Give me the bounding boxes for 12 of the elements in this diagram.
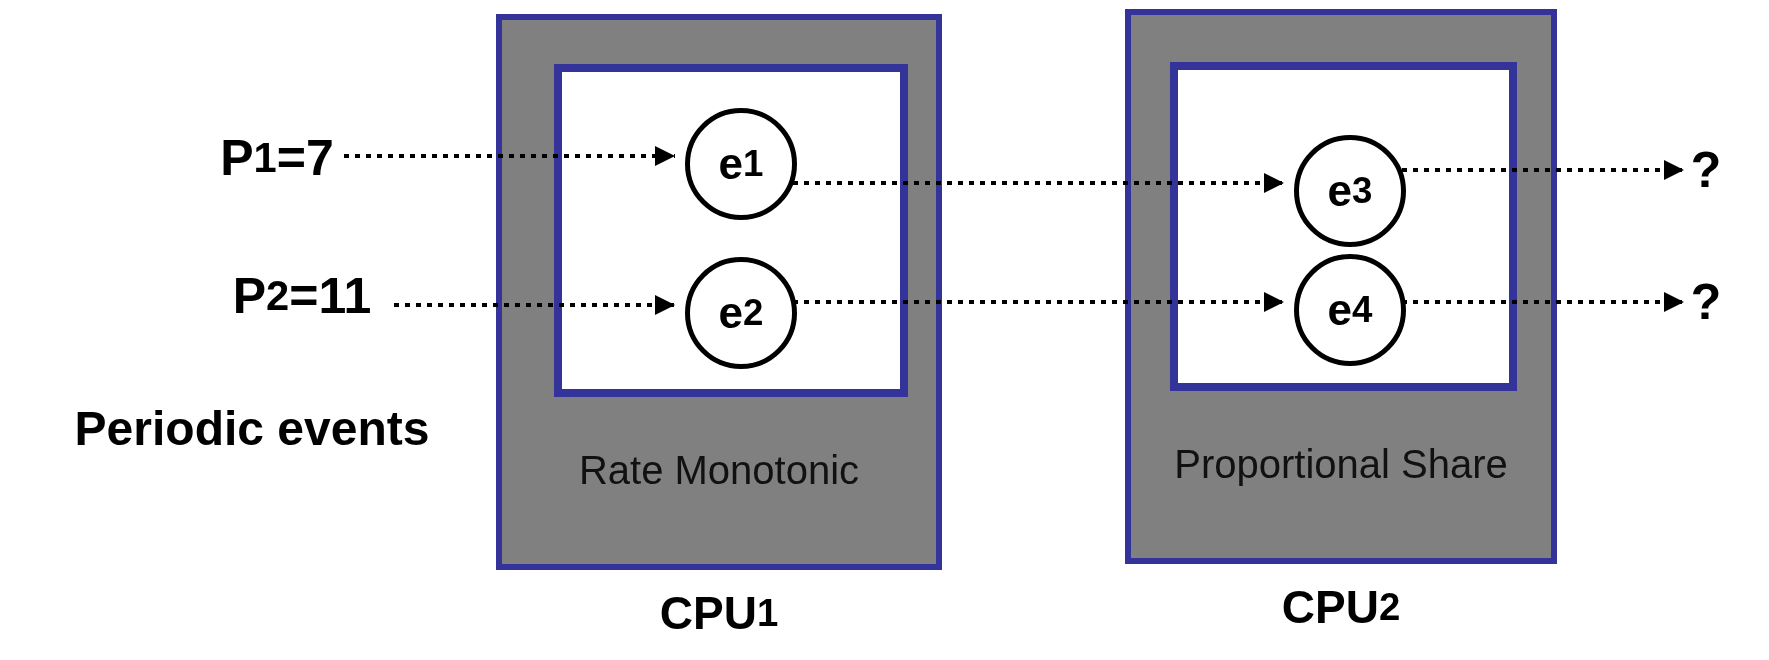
arrow (793, 173, 1284, 193)
scheduler-label: Proportional Share (1173, 441, 1509, 488)
scheduler-label: Rate Monotonic (577, 447, 861, 494)
arrow (1402, 160, 1684, 180)
question-mark: ? (1686, 138, 1726, 202)
arrow (793, 292, 1284, 312)
question-mark: ? (1686, 270, 1726, 334)
arrow (344, 146, 675, 166)
arrow (394, 295, 675, 315)
inner-box (554, 64, 908, 397)
inner-box (1170, 62, 1517, 391)
caption-text: Periodic events (73, 400, 431, 457)
